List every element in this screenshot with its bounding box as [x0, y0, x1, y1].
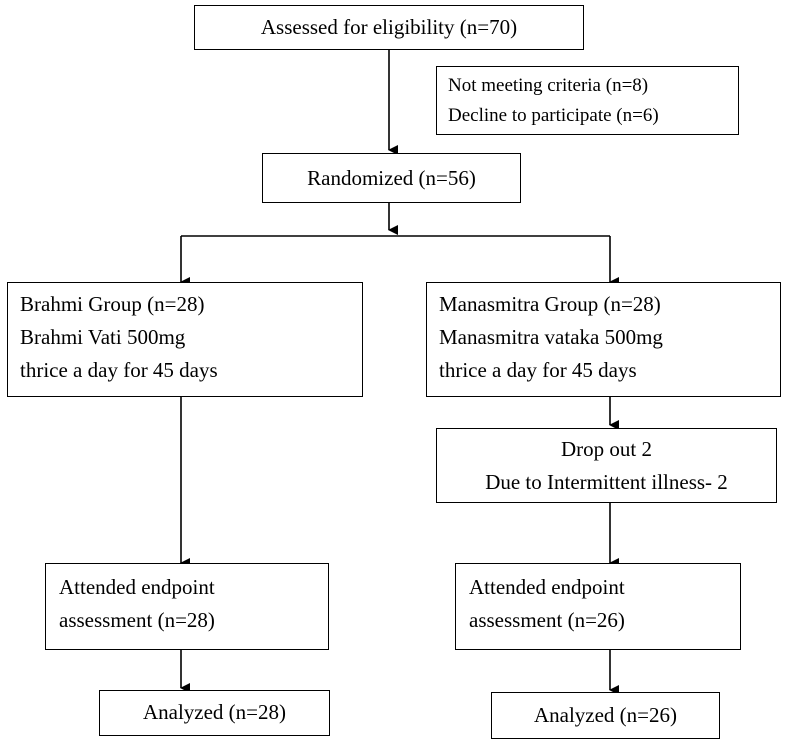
dropout-line-2: Due to Intermittent illness- 2 — [485, 470, 728, 494]
dropout-box: Drop out 2 Due to Intermittent illness- … — [436, 428, 777, 503]
excluded-box: Not meeting criteria (n=8) Decline to pa… — [436, 66, 739, 135]
brahmi-group-line-2: Brahmi Vati 500mg — [20, 325, 186, 349]
brahmi-analyzed-box: Analyzed (n=28) — [99, 690, 330, 736]
assessed-label: Assessed for eligibility (n=70) — [260, 15, 518, 39]
manasmitra-group-line-3: thrice a day for 45 days — [439, 358, 637, 382]
randomized-box: Randomized (n=56) — [262, 153, 521, 203]
manasmitra-group-line-1: Manasmitra Group (n=28) — [439, 292, 661, 316]
manasmitra-endpoint-line-2: assessment (n=26) — [469, 608, 625, 632]
brahmi-group-line-1: Brahmi Group (n=28) — [20, 292, 205, 316]
brahmi-endpoint-box: Attended endpoint assessment (n=28) — [45, 563, 329, 650]
brahmi-endpoint-line-2: assessment (n=28) — [59, 608, 215, 632]
brahmi-analyzed-label: Analyzed (n=28) — [142, 700, 287, 724]
brahmi-group-line-3: thrice a day for 45 days — [20, 358, 218, 382]
manasmitra-endpoint-box: Attended endpoint assessment (n=26) — [455, 563, 741, 650]
excluded-line-2: Decline to participate (n=6) — [448, 105, 659, 126]
randomized-label: Randomized (n=56) — [307, 166, 476, 190]
brahmi-group-box: Brahmi Group (n=28) Brahmi Vati 500mg th… — [7, 282, 363, 397]
assessed-box: Assessed for eligibility (n=70) — [194, 5, 584, 50]
manasmitra-analyzed-box: Analyzed (n=26) — [491, 692, 720, 739]
manasmitra-analyzed-label: Analyzed (n=26) — [533, 703, 678, 727]
brahmi-endpoint-line-1: Attended endpoint — [59, 575, 215, 599]
manasmitra-endpoint-line-1: Attended endpoint — [469, 575, 625, 599]
manasmitra-group-line-2: Manasmitra vataka 500mg — [439, 325, 663, 349]
dropout-line-1: Drop out 2 — [561, 437, 652, 461]
excluded-line-1: Not meeting criteria (n=8) — [448, 75, 649, 96]
manasmitra-group-box: Manasmitra Group (n=28) Manasmitra vatak… — [426, 282, 781, 397]
